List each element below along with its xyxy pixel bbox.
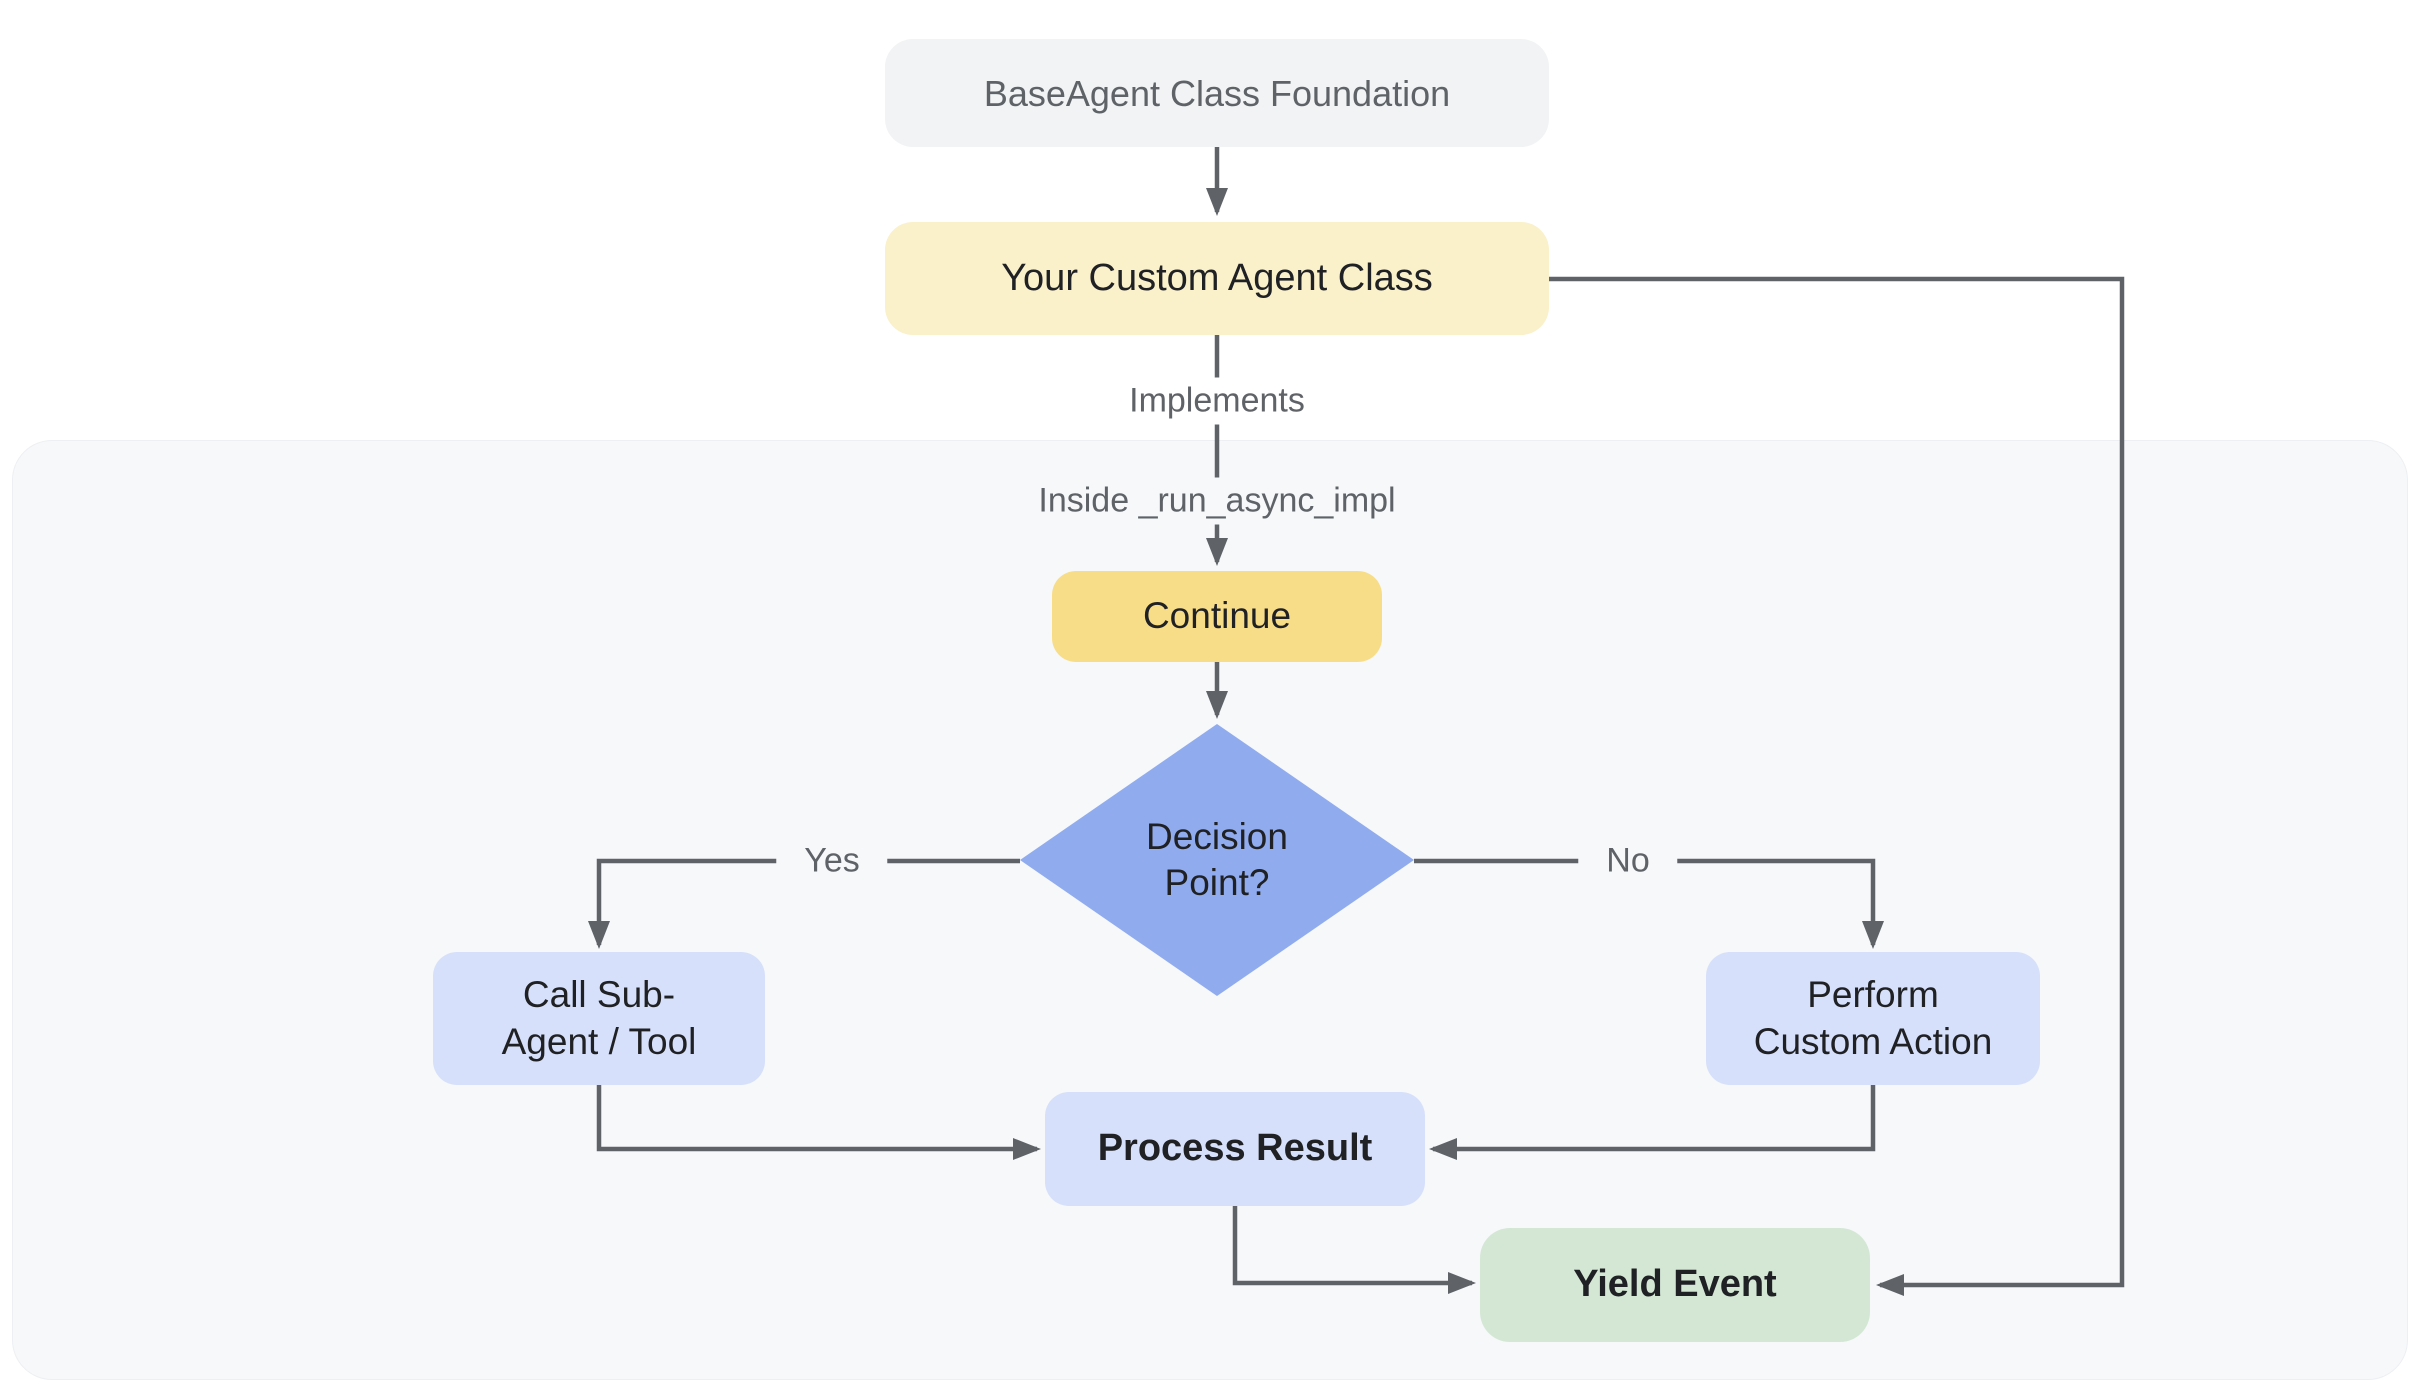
edge-perform-to-process	[1429, 1085, 1876, 1160]
call-line-2: Agent / Tool	[501, 1020, 697, 1062]
edge-call-to-process	[596, 1085, 1041, 1160]
no-branch-label: No	[1578, 837, 1678, 885]
yes-branch-label: Yes	[776, 837, 888, 885]
decision-line-2: Point?	[1164, 862, 1270, 903]
node-yield-event: Yield Event	[1480, 1228, 1870, 1342]
node-call-subagent-tool: Call Sub- Agent / Tool	[433, 952, 765, 1085]
edge-process-to-yield	[1232, 1206, 1476, 1294]
node-decision-point: Decision Point?	[1020, 724, 1414, 996]
node-process-result-label: Process Result	[1097, 1127, 1373, 1170]
perform-line-1: Perform	[1807, 974, 1939, 1016]
node-yield-event-label: Yield Event	[1573, 1263, 1777, 1306]
node-baseagent-foundation-label: BaseAgent Class Foundation	[983, 72, 1451, 114]
node-process-result: Process Result	[1045, 1092, 1425, 1206]
inside-run-async-impl-label: Inside _run_async_impl	[1020, 477, 1414, 525]
node-perform-custom-action-label: Perform Custom Action	[1754, 972, 1993, 1065]
perform-line-2: Custom Action	[1753, 1020, 1993, 1062]
node-decision-point-label: Decision Point?	[1146, 814, 1288, 907]
node-baseagent-foundation: BaseAgent Class Foundation	[885, 39, 1549, 147]
call-line-1: Call Sub-	[522, 974, 676, 1016]
node-custom-agent-class-label: Your Custom Agent Class	[1001, 256, 1433, 299]
implements-label: Implements	[1111, 377, 1323, 425]
node-continue-label: Continue	[1142, 595, 1292, 637]
edge-custom-to-yield-feedback	[1549, 276, 2125, 1296]
decision-line-1: Decision	[1146, 815, 1288, 857]
node-continue: Continue	[1052, 571, 1382, 662]
node-custom-agent-class: Your Custom Agent Class	[885, 222, 1549, 335]
node-perform-custom-action: Perform Custom Action	[1706, 952, 2040, 1085]
node-call-subagent-tool-label: Call Sub- Agent / Tool	[502, 972, 697, 1065]
edge-decision-no-to-perform	[1414, 858, 1884, 949]
